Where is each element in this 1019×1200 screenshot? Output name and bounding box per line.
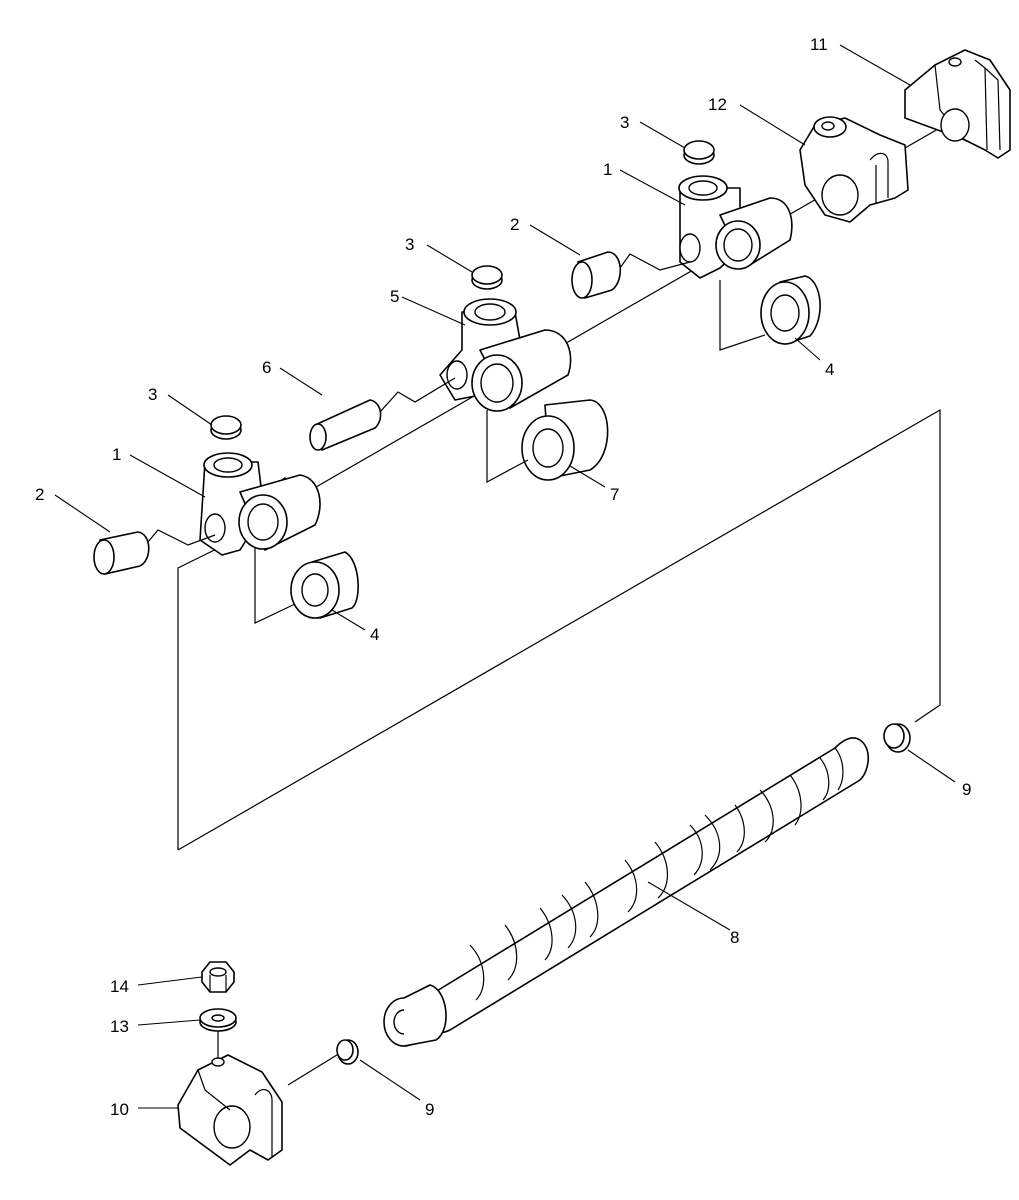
part-4-bushing-lower (254, 548, 359, 624)
part-4-bushing-upper (719, 275, 821, 351)
callout-9-a: 9 (962, 780, 971, 799)
part-3-plug-c (210, 415, 242, 440)
callout-labels: 11 12 3 1 2 3 5 6 3 1 2 4 7 4 9 8 14 13 … (35, 35, 971, 1119)
callout-12: 12 (708, 95, 727, 114)
part-9-plug-left (336, 1039, 359, 1065)
part-11-end-bracket (904, 49, 1011, 159)
part-10-end-bracket (177, 1030, 283, 1166)
part-14-nut (201, 961, 235, 993)
part-7-bushing (486, 399, 609, 484)
part-2-pin-lower (93, 529, 216, 575)
part-3-plug-a (683, 140, 715, 165)
callout-1-a: 1 (603, 160, 612, 179)
callout-7: 7 (610, 485, 619, 504)
callout-4-b: 4 (370, 625, 379, 644)
callout-10: 10 (110, 1100, 129, 1119)
leader-lines (54, 44, 956, 1109)
callout-5: 5 (390, 287, 399, 306)
part-2-pin-upper (571, 251, 691, 299)
callout-11: 11 (810, 35, 828, 54)
part-6-pin (309, 377, 456, 451)
callout-13: 13 (110, 1017, 129, 1036)
callout-2-b: 2 (35, 485, 44, 504)
callout-4-a: 4 (825, 360, 834, 379)
callout-3-b: 3 (405, 235, 414, 254)
callout-1-b: 1 (112, 445, 121, 464)
part-1-rocker-arm-lower (199, 452, 321, 556)
part-5-rocker-arm-middle (439, 298, 572, 412)
part-12-end-bracket (799, 116, 909, 223)
part-8-camshaft (383, 737, 870, 1047)
part-3-plug-b (471, 265, 503, 290)
callout-3-a: 3 (620, 113, 629, 132)
callout-8: 8 (730, 928, 739, 947)
part-1-rocker-arm-upper (678, 175, 793, 279)
callout-2-a: 2 (510, 215, 519, 234)
part-13-washer (199, 1008, 237, 1032)
part-9-plug-right (883, 723, 911, 753)
callout-9-b: 9 (425, 1100, 434, 1119)
callout-14: 14 (110, 977, 129, 996)
callout-6: 6 (262, 358, 271, 377)
callout-3-c: 3 (148, 385, 157, 404)
